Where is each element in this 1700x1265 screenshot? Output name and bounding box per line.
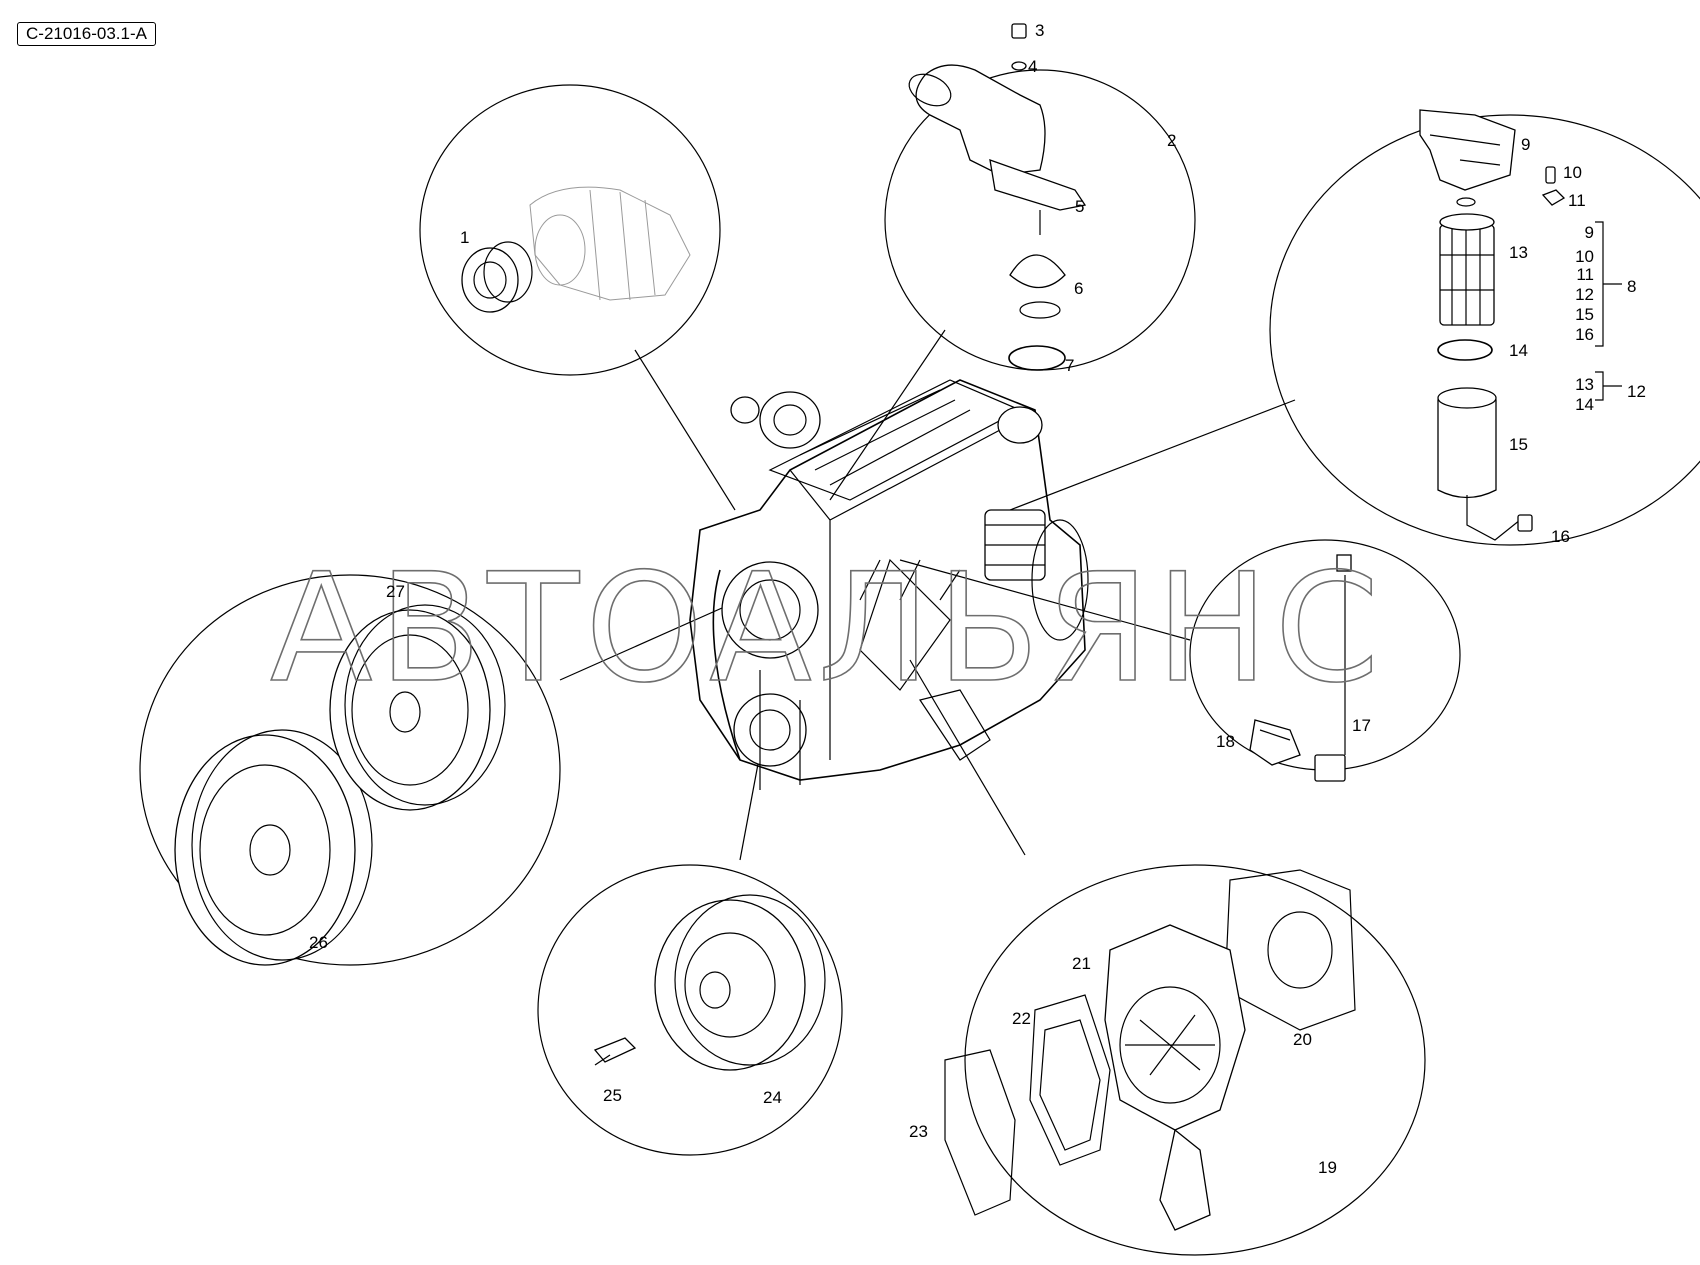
callout-labels: 1 2 3 4 5 6 7 8 9 10 11 12 13 14 15 16 1…	[309, 21, 1646, 1177]
detail-circle-alternator	[419, 84, 721, 376]
callout-24: 24	[763, 1088, 782, 1107]
callout-8: 8	[1627, 277, 1636, 296]
callout-6: 6	[1074, 279, 1083, 298]
part-water-pump	[944, 869, 1356, 1231]
kit-8-item-10: 10	[1575, 247, 1594, 266]
kit-8-item-11: 11	[1576, 265, 1594, 284]
part-thermostat-housing	[908, 23, 1087, 371]
callout-10: 10	[1563, 163, 1582, 182]
kit-8-item-9: 9	[1585, 223, 1594, 242]
callout-18: 18	[1216, 732, 1235, 751]
detail-circle-water-pump	[964, 864, 1426, 1256]
callout-2: 2	[1167, 131, 1176, 150]
callout-19: 19	[1318, 1158, 1337, 1177]
detail-circles	[139, 69, 1700, 1256]
kit-12-item-13: 13	[1575, 375, 1594, 394]
callout-9: 9	[1521, 135, 1530, 154]
callout-21: 21	[1072, 954, 1091, 973]
callout-22: 22	[1012, 1009, 1031, 1028]
callout-3: 3	[1035, 21, 1044, 40]
callout-25: 25	[603, 1086, 622, 1105]
callout-16: 16	[1551, 527, 1570, 546]
callout-26: 26	[309, 933, 328, 952]
part-sensor	[1249, 554, 1352, 782]
callout-1: 1	[460, 228, 469, 247]
thermostat-o-ring	[1008, 345, 1066, 371]
watermark-text: АВТОАЛЬЯНС	[270, 542, 1385, 716]
callout-4: 4	[1028, 57, 1037, 76]
callout-13: 13	[1509, 243, 1528, 262]
kit-8-item-15: 15	[1575, 305, 1594, 324]
kit-8-item-16: 16	[1575, 325, 1594, 344]
part-alternator	[461, 186, 691, 313]
callout-27: 27	[386, 582, 405, 601]
callout-12: 12	[1627, 382, 1646, 401]
callout-17: 17	[1352, 716, 1371, 735]
callout-15: 15	[1509, 435, 1528, 454]
diagram-reference-code: C-21016-03.1-A	[17, 22, 156, 46]
engine-assembly-illustration	[689, 379, 1089, 790]
kit-12-item-14: 14	[1575, 395, 1594, 414]
detail-circle-crank-pulley	[537, 864, 843, 1156]
filter-seal-ring	[1437, 339, 1493, 361]
callout-20: 20	[1293, 1030, 1312, 1049]
alternator-pulley	[461, 247, 519, 313]
kit-bracket-8	[1595, 221, 1622, 347]
callout-14: 14	[1509, 341, 1528, 360]
kit-bracket-12	[1595, 371, 1622, 401]
detail-circle-fuel-filter	[1269, 114, 1700, 546]
part-fuel-filter	[1419, 109, 1566, 541]
detail-circle-fan-pulley	[139, 574, 561, 966]
part-fan-pulley	[174, 604, 506, 966]
part-crank-pulley	[593, 894, 826, 1071]
callout-5: 5	[1075, 197, 1084, 216]
callout-11: 11	[1568, 191, 1586, 210]
callout-23: 23	[909, 1122, 928, 1141]
kit-8-item-12: 12	[1575, 285, 1594, 304]
callout-7: 7	[1065, 356, 1074, 375]
